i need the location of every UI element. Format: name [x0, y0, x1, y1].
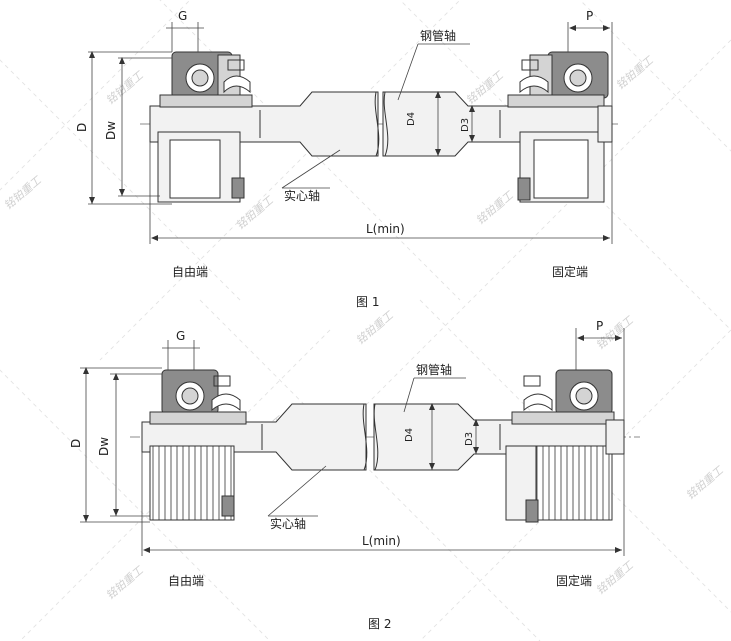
watermark-text: 铭铂重工 — [474, 188, 517, 227]
free-end-label: 自由端 — [168, 574, 204, 588]
free-end-label: 自由端 — [172, 265, 208, 279]
dim-g-label: G — [176, 329, 185, 343]
figure-2 — [80, 328, 640, 556]
figure-2-labels: G P D Dw D4 D3 L(min) 钢管轴 实心轴 自由端 固定端 图 … — [69, 319, 603, 631]
figure-caption: 图 2 — [368, 617, 391, 631]
break-mark — [362, 403, 368, 471]
dim-d-label: D — [75, 123, 89, 132]
dim-d3-label: D3 — [460, 118, 471, 132]
watermark-text: 铭铂重工 — [684, 463, 727, 502]
dim-l-label: L(min) — [362, 534, 401, 548]
figure-caption: 图 1 — [356, 295, 379, 309]
break-mark — [373, 403, 379, 471]
watermark-text: 铭铂重工 — [104, 563, 147, 602]
fixed-end-bearing — [505, 369, 625, 523]
watermark-text: 铭铂重工 — [354, 308, 397, 347]
watermark-text: 铭铂重工 — [104, 68, 147, 107]
break-mark — [383, 91, 389, 157]
dim-dw-label: Dw — [104, 121, 118, 140]
watermark-text: 铭铂重工 — [464, 68, 507, 107]
dim-p-label: P — [586, 9, 593, 23]
dim-g-label: G — [178, 9, 187, 23]
dim-dw-label: Dw — [97, 437, 111, 456]
watermark-text: 铭铂重工 — [2, 173, 45, 212]
free-end-bearing — [157, 51, 253, 203]
watermark-text: 铭铂重工 — [614, 53, 657, 92]
tube-shaft-label: 钢管轴 — [420, 28, 456, 43]
solid-shaft-label: 实心轴 — [284, 188, 320, 203]
fixed-end-label: 固定端 — [552, 264, 588, 279]
dim-d-label: D — [69, 439, 83, 448]
watermark-text: 铭铂重工 — [594, 558, 637, 597]
break-mark — [374, 91, 380, 157]
dim-l-label: L(min) — [366, 222, 405, 236]
fixed-end-label: 固定端 — [556, 573, 592, 588]
dim-p-label: P — [596, 319, 603, 333]
figure-1-labels: G P D Dw D4 D3 L(min) 钢管轴 实心轴 自由端 固定端 图 … — [75, 9, 593, 309]
dim-d4-label: D4 — [404, 428, 415, 442]
dim-d3-label: D3 — [464, 432, 475, 446]
free-end-bearing — [149, 369, 247, 521]
figure-1 — [88, 22, 620, 244]
tube-shaft-label: 钢管轴 — [416, 362, 452, 377]
fixed-end-bearing — [507, 51, 613, 203]
dim-d4-label: D4 — [406, 112, 417, 126]
solid-shaft-label: 实心轴 — [270, 516, 306, 531]
